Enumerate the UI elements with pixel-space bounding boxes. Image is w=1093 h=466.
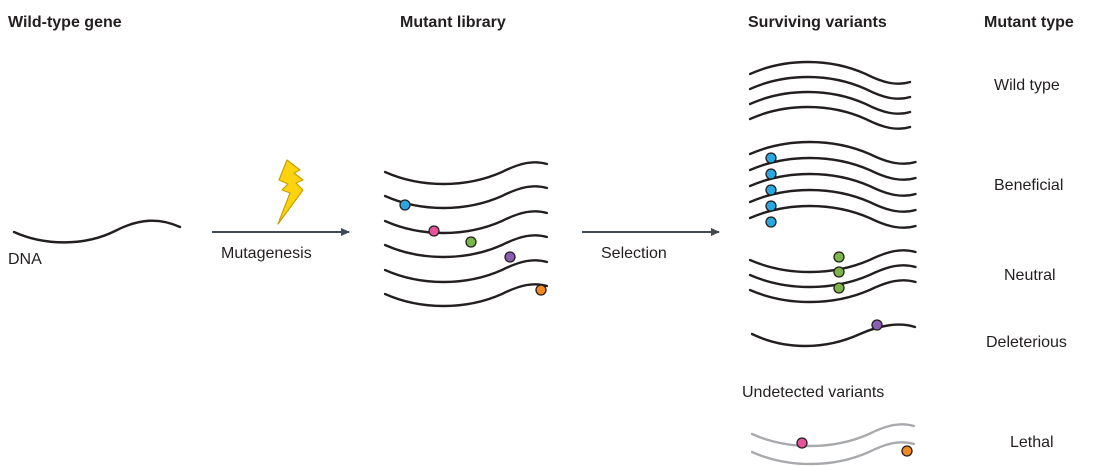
header-surviving-variants: Surviving variants (748, 14, 887, 31)
neutral-mutations (833, 251, 845, 294)
mutation-dot (765, 152, 777, 164)
dna-label: DNA (8, 251, 42, 268)
mutagenesis-label: Mutagenesis (221, 245, 312, 262)
beneficial-mutations (765, 152, 777, 228)
lightning-icon (277, 159, 304, 225)
mutant-library (383, 161, 549, 308)
mutant-type-neutral: Neutral (1004, 267, 1056, 284)
header-mutant-type: Mutant type (984, 14, 1074, 31)
mutation-dot (833, 266, 845, 278)
mutant-type-wild-type: Wild type (994, 77, 1060, 94)
mutation-dot (833, 251, 845, 263)
mutation-dot (399, 199, 411, 211)
wild-type-strand (748, 105, 912, 130)
mutant-type-beneficial: Beneficial (994, 177, 1064, 194)
library-mutations (399, 199, 547, 296)
mutation-dot (901, 445, 913, 457)
mutant-type-deleterious: Deleterious (986, 334, 1067, 351)
library-strand (383, 259, 549, 284)
deleterious-strand (750, 323, 917, 348)
library-strand (383, 210, 549, 235)
mutation-dot (796, 437, 808, 449)
mutation-dot (504, 251, 516, 263)
mutation-dot (765, 184, 777, 196)
mutation-dot (465, 236, 477, 248)
mutation-dot (765, 216, 777, 228)
library-strand (383, 283, 549, 308)
mutation-dot (833, 282, 845, 294)
mutation-dot (535, 284, 547, 296)
mutation-dot (765, 168, 777, 180)
library-strand (383, 234, 549, 259)
selection-label: Selection (601, 245, 667, 262)
mutant-type-lethal: Lethal (1010, 434, 1054, 451)
undetected-variants-label: Undetected variants (742, 384, 885, 401)
lethal-strands (750, 423, 916, 466)
wild-type-strands (748, 60, 912, 130)
library-strand (383, 161, 549, 186)
mutation-dot (765, 200, 777, 212)
neutral-strands (748, 249, 917, 304)
neutral-strand (748, 249, 917, 274)
mutation-dot (428, 225, 440, 237)
header-mutant-library: Mutant library (400, 14, 506, 31)
header-wild-type-gene: Wild-type gene (8, 14, 122, 31)
wild-type-dna-strand (12, 219, 182, 244)
mutation-dot (871, 319, 883, 331)
